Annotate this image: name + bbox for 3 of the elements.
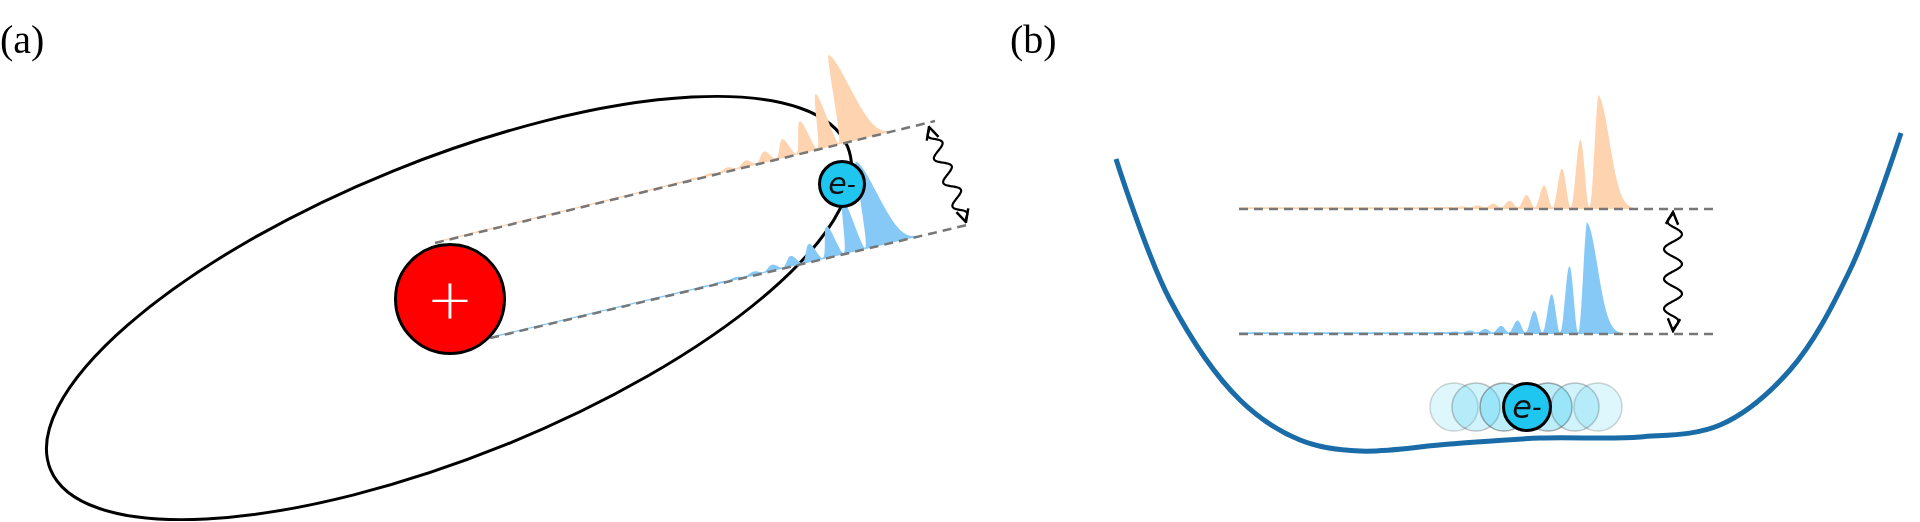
nucleus: + [394, 243, 506, 355]
panel-label: (a) [0, 20, 45, 60]
panel-label: (b) [1010, 20, 1057, 60]
